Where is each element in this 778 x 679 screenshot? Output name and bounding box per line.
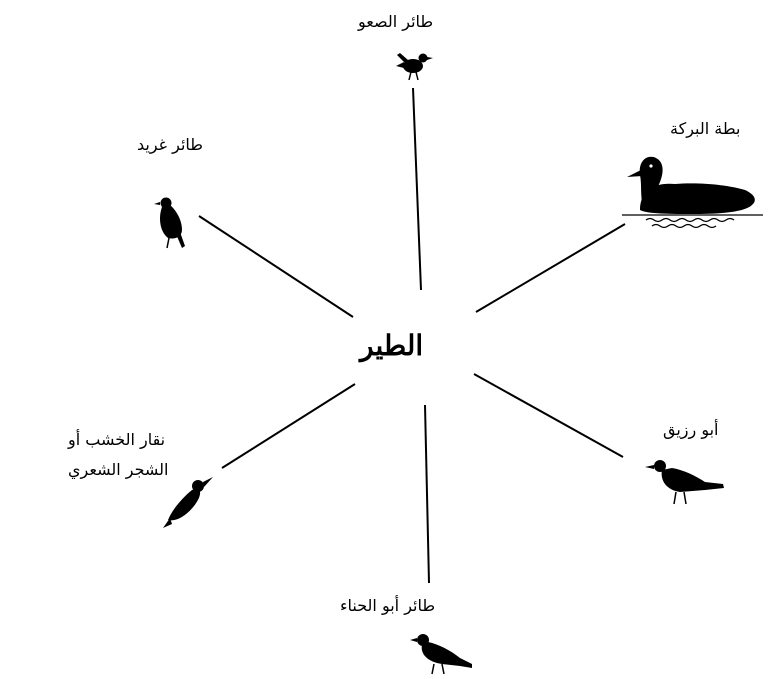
label-bottom-left-node-line2: الشجر الشعري (68, 460, 169, 479)
woodpecker-icon (163, 477, 213, 528)
label-top-node: طائر الصعو (358, 12, 434, 31)
label-bottom-node: طائر أبو الحناء (340, 596, 436, 615)
connector-bottom-left (221, 383, 356, 469)
small-bird-icon (396, 53, 433, 81)
connector-bottom-right (473, 373, 624, 458)
label-top-left-node: طائر غريد (137, 135, 204, 154)
connector-top-right (475, 223, 626, 313)
label-bottom-right-node: أبو رزيق (663, 420, 719, 439)
starling-icon (645, 460, 724, 505)
center-label: الطير (360, 329, 424, 362)
connector-bottom (424, 404, 430, 584)
robin-icon (410, 634, 472, 675)
duck-icon (622, 156, 763, 229)
connector-top-left (198, 215, 354, 318)
label-bottom-left-node-line1: نقار الخشب أو (68, 430, 166, 449)
songbird-icon (154, 197, 185, 249)
label-top-right-node: بطة البركة (670, 119, 741, 138)
connector-top (412, 87, 422, 291)
